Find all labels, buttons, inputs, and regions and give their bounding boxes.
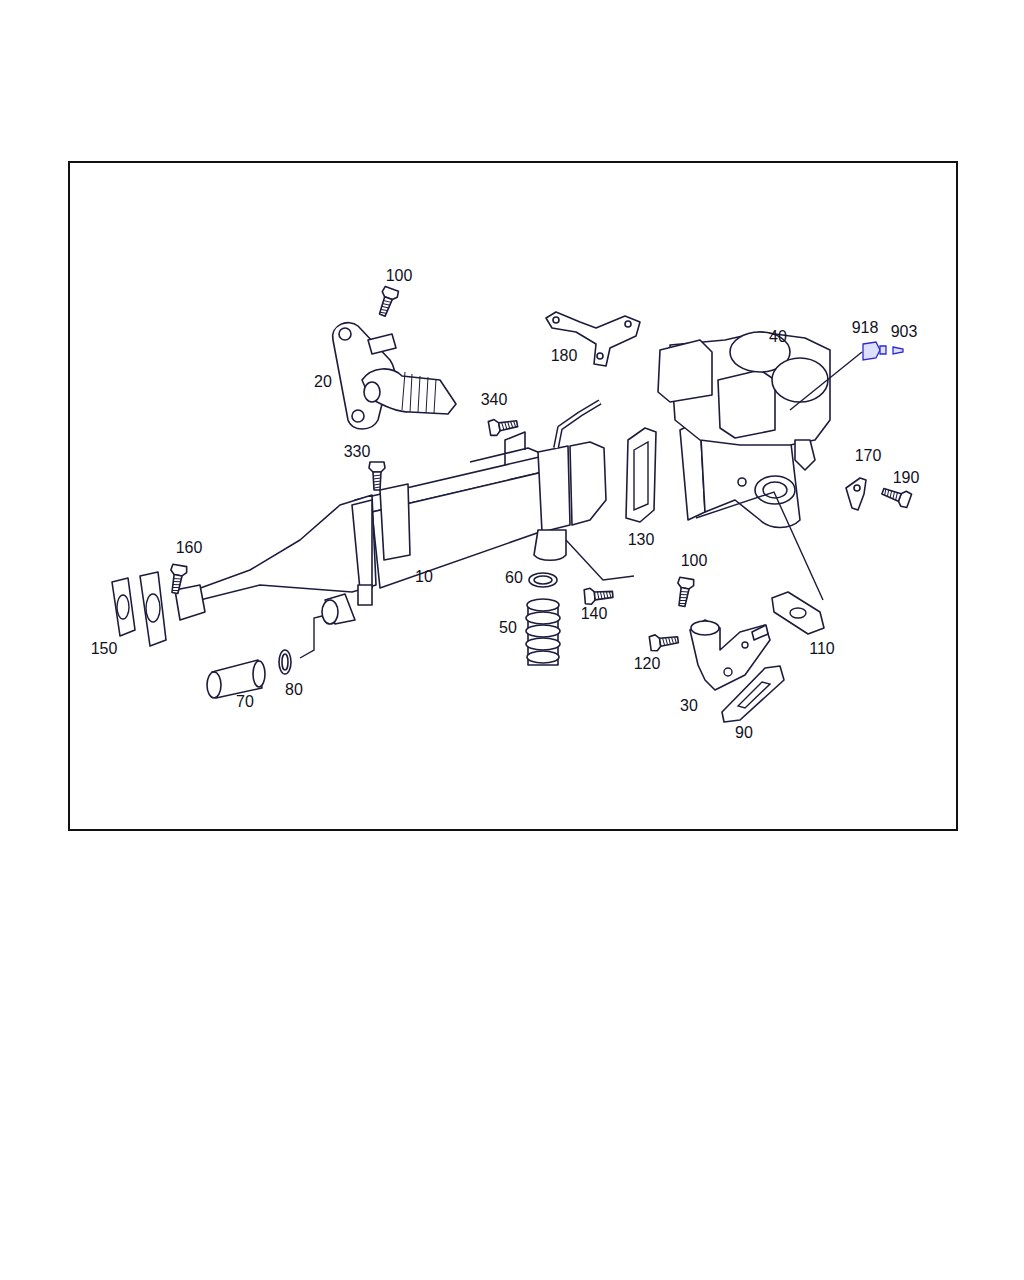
callout-number: 190	[891, 469, 922, 487]
callout-number: 170	[853, 447, 884, 465]
callout-number: 120	[632, 655, 663, 673]
bracket	[546, 312, 640, 366]
callout-number: 50	[497, 619, 519, 637]
callout-number: 340	[479, 391, 510, 409]
gasket	[722, 666, 784, 722]
callout-number: 20	[312, 373, 334, 391]
callout-number: 100	[384, 267, 415, 285]
callout-number: 330	[342, 443, 373, 461]
bellows	[526, 599, 560, 665]
callout-number: 90	[733, 724, 755, 742]
callout-number: 903	[889, 323, 920, 341]
callout-number: 140	[579, 605, 610, 623]
flange	[140, 572, 166, 646]
callout-number: 60	[503, 569, 525, 587]
callout-number: 40	[767, 328, 789, 346]
callout-number: 180	[549, 347, 580, 365]
gasket	[626, 428, 656, 522]
frame	[69, 162, 957, 830]
callout-number: 130	[626, 531, 657, 549]
gasket	[772, 592, 824, 634]
callout-number: 70	[234, 693, 256, 711]
callout-number: 10	[413, 568, 435, 586]
egr-cooler	[175, 402, 606, 620]
egr-valve	[658, 332, 830, 528]
callout-number: 100	[679, 552, 710, 570]
callout-number: 110	[807, 640, 837, 658]
callout-number: 30	[678, 697, 700, 715]
gasket	[112, 578, 135, 636]
callout-number: 80	[283, 681, 305, 699]
callout-number: 160	[174, 539, 205, 557]
callout-number: 150	[89, 640, 120, 658]
pipe-part	[333, 323, 456, 429]
callout-number: 918	[850, 319, 881, 337]
